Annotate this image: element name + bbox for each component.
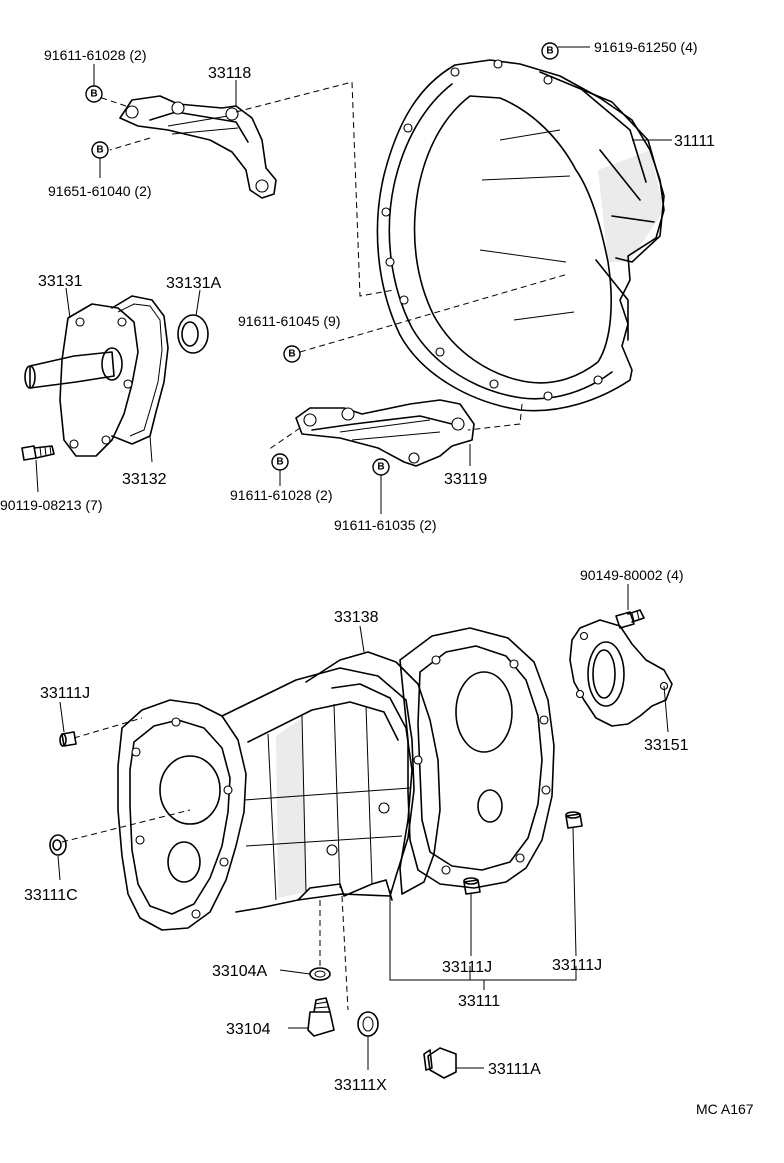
gasket-33104A (309, 967, 331, 981)
bolt-marker-5: B (271, 453, 289, 471)
svg-text:B: B (276, 457, 283, 468)
label-33131A: 33131A (166, 275, 221, 292)
plug-33111A (423, 1047, 457, 1079)
leader-lines (35, 46, 672, 1070)
svg-text:B: B (546, 46, 553, 57)
extension-housing-33131 (24, 303, 139, 457)
bolt-marker-2: B (91, 141, 109, 159)
svg-text:B: B (90, 89, 97, 100)
label-33138: 33138 (334, 609, 379, 626)
label-33111: 33111 (458, 993, 500, 1010)
gasket-33111X (357, 1011, 379, 1037)
label-90149-80002: 90149-80002 (4) (580, 567, 684, 583)
label-90119-08213: 90119-08213 (7) (0, 497, 102, 513)
bearing-retainer-33151 (569, 619, 673, 727)
plug-33111C (49, 834, 67, 856)
label-91611-61028-bot: 91611-61028 (2) (230, 487, 332, 503)
bracket-33119 (295, 399, 475, 467)
drain-plug-33104 (307, 997, 335, 1037)
label-91619-61250: 91619-61250 (4) (594, 39, 698, 55)
dowel-pin-33111J-right (565, 811, 583, 829)
svg-text:B: B (288, 349, 295, 360)
transmission-case-33111 (117, 627, 555, 931)
part-labels: 91611-61028 (2) 33118 91651-61040 (2) 91… (0, 39, 754, 1117)
dowel-pin-33111J-left (59, 731, 77, 747)
label-33111A: 33111A (488, 1061, 541, 1078)
label-33132: 33132 (122, 471, 167, 488)
svg-text:B: B (96, 145, 103, 156)
label-33111J-left: 33111J (40, 685, 90, 702)
bolt-marker-3: B (541, 42, 559, 60)
label-33131: 33131 (38, 273, 83, 290)
footer-code: MC A167 (696, 1101, 754, 1117)
bolt-marker-6: B (372, 458, 390, 476)
svg-text:B: B (377, 462, 384, 473)
oil-seal-33131A (177, 314, 209, 354)
bolt-marker-4: B (283, 345, 301, 363)
dowel-pin-33111J-mid (463, 877, 481, 895)
label-91611-61035: 91611-61035 (2) (334, 517, 436, 533)
clutch-housing-31111 (376, 59, 665, 412)
label-33104: 33104 (226, 1021, 271, 1038)
label-33111X: 33111X (334, 1077, 387, 1094)
gasket-33132 (111, 295, 169, 445)
label-33118: 33118 (208, 65, 251, 82)
label-33151: 33151 (644, 737, 689, 754)
bolt-marker-1: B (85, 85, 103, 103)
label-33119: 33119 (444, 471, 487, 488)
label-31111: 31111 (674, 133, 715, 150)
bolt-90119-08213 (21, 445, 55, 461)
label-33111J-right: 33111J (552, 957, 602, 974)
label-91611-61045: 91611-61045 (9) (238, 313, 340, 329)
label-91611-61028-top: 91611-61028 (2) (44, 47, 146, 63)
label-33111J-mid: 33111J (442, 959, 492, 976)
bracket-33118 (119, 95, 277, 199)
bolt-90149-80002 (615, 609, 645, 629)
label-91651-61040: 91651-61040 (2) (48, 183, 152, 199)
assembly-lines (61, 81, 569, 1011)
label-33104A: 33104A (212, 963, 267, 980)
label-33111C: 33111C (24, 887, 78, 904)
